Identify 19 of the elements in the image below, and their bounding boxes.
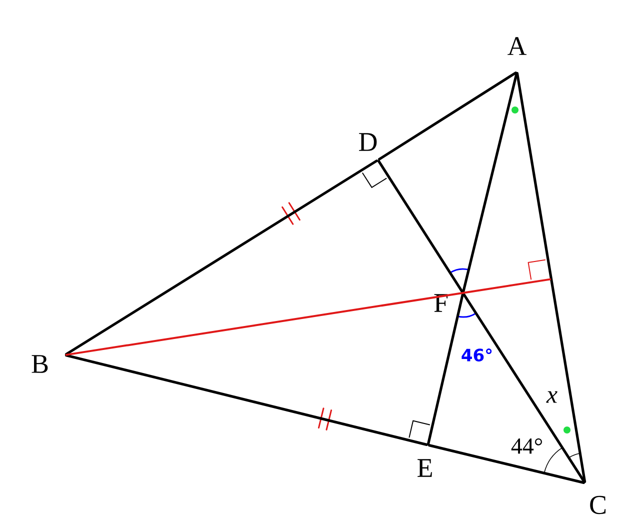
angle-label: 46° — [462, 348, 492, 362]
line-segment — [65, 354, 428, 446]
point-label: B — [32, 355, 48, 373]
angle-label: 44° — [511, 438, 542, 454]
line-segment — [378, 72, 517, 160]
point-label: E — [418, 459, 432, 477]
point-label: C — [590, 496, 606, 514]
line-segment — [65, 278, 551, 356]
line-segment — [65, 160, 378, 356]
point-label: A — [508, 37, 527, 55]
line-segment — [378, 160, 464, 293]
line-segment — [427, 293, 464, 445]
point-label: D — [359, 133, 377, 151]
line-segment — [462, 293, 586, 483]
line-segment — [516, 72, 586, 483]
angle-label: x — [546, 391, 558, 403]
line-segment — [462, 72, 518, 293]
right-angle-mark — [528, 259, 546, 280]
line-segment — [428, 444, 585, 484]
